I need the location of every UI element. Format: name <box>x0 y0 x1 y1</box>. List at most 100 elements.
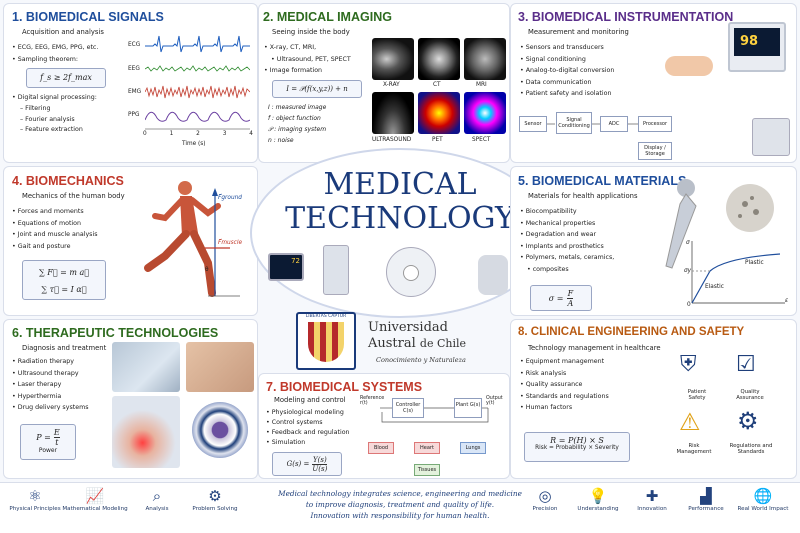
fraction: Y(s)U(s) <box>312 456 328 473</box>
image-label: PET <box>432 137 443 143</box>
footer-bar <box>0 482 800 533</box>
monitor-device: 72 <box>268 253 304 281</box>
list-item: Equations of motion <box>12 218 97 230</box>
signal-label: EEG <box>128 66 140 72</box>
checklist-icon: ☑ <box>736 352 756 377</box>
patient-monitor: 98 <box>728 22 786 72</box>
sampling-formula: f_s ≥ 2f_max <box>26 68 106 88</box>
list-item: Quality assurance <box>520 379 609 391</box>
panel-subtitle: Measurement and monitoring <box>528 28 629 36</box>
image-label: MRI <box>476 82 487 88</box>
list-item: Data communication <box>520 77 614 89</box>
list-item: Mechanical properties <box>520 218 614 230</box>
list-item: X-ray, CT, MRI, <box>264 42 351 54</box>
item-list: Digital signal processing: <box>12 92 97 104</box>
monitor-reading: 72 <box>291 257 300 265</box>
footer-label: Problem Solving <box>192 506 238 512</box>
panel-subtitle: Acquisition and analysis <box>22 28 104 36</box>
chart-icon: 📈 <box>85 487 105 505</box>
panel-title: 5. BIOMEDICAL MATERIALS <box>518 174 687 188</box>
icon-label: Quality Assurance <box>736 389 764 401</box>
panel-title: 7. BIOMEDICAL SYSTEMS <box>266 380 423 394</box>
footer-item: 💡Understanding <box>563 486 633 512</box>
list-item: Fourier analysis <box>20 115 83 126</box>
gear-icon: ⚙ <box>737 407 759 435</box>
main-title: MEDICAL TECHNOLOGY <box>250 168 550 236</box>
imaging-definitions: I : measured image f : object function 𝒫… <box>268 102 326 146</box>
signal-label: ECG <box>128 42 141 48</box>
image-label: SPECT <box>472 137 491 143</box>
list-item: Sensors and transducers <box>520 42 614 54</box>
icon-label: Regulations and Standards <box>729 443 773 455</box>
angle-label: θ <box>205 267 209 273</box>
signal-waveforms <box>145 35 250 130</box>
item-list: Biocompatibility Mechanical properties D… <box>520 206 615 275</box>
icon-label: Risk Management <box>676 443 712 455</box>
radiation-therapy-image <box>112 342 180 392</box>
quote-line: Medical technology integrates science, e… <box>278 489 522 498</box>
item-list: Sensors and transducers Signal condition… <box>520 42 615 100</box>
university-seal: LIBERTAS CAPTUR <box>296 312 356 370</box>
tick-label: 2 <box>196 131 200 137</box>
list-item: Feedback and regulation <box>266 428 350 438</box>
panel-subtitle: Technology management in healthcare <box>528 344 661 352</box>
university-word: Austral <box>368 336 416 351</box>
block-tissues: Tissues <box>414 464 440 476</box>
spect-image <box>464 92 506 134</box>
footer-label: Physical Principles <box>9 506 61 512</box>
device-icon <box>752 118 790 156</box>
footer-item: ⌕Analysis <box>122 486 192 512</box>
list-item: Image formation <box>264 65 351 77</box>
center-devices: 72 <box>268 245 532 305</box>
region-plastic: Plastic <box>745 260 764 266</box>
dsp-list: Filtering Fourier analysis Feature extra… <box>20 104 83 136</box>
motion-equations: ∑ F⃗ = m a⃗ ∑ τ⃗ = I α⃗ <box>22 260 106 300</box>
definition: I : measured image <box>268 104 327 111</box>
item-list: Physiological modeling Control systems F… <box>266 408 350 448</box>
tick-label: 3 <box>222 131 227 137</box>
finger-sensor <box>665 56 713 76</box>
axis-label-yield: σy <box>684 268 692 274</box>
panel-title: 4. BIOMECHANICS <box>12 174 124 188</box>
block-adc: ADC <box>600 116 628 132</box>
mri-image <box>464 38 506 80</box>
axis-origin: 0 <box>687 302 691 308</box>
warning-icon: ⚠ <box>679 408 701 436</box>
flow-arrows <box>547 123 638 125</box>
tick-label: 0 <box>143 131 147 137</box>
equation: ∑ τ⃗ = I α⃗ <box>41 285 87 294</box>
monitor-reading: 98 <box>734 28 780 56</box>
axis-label-sigma: σ <box>686 240 690 246</box>
footer-item: 📈Mathematical Modeling <box>60 486 130 512</box>
block-processor: Processor <box>638 116 672 132</box>
item-list: Radiation therapy Ultrasound therapy Las… <box>12 356 89 414</box>
seal-text: LIBERTAS CAPTUR <box>305 314 347 319</box>
magnifier-icon: ⌕ <box>152 487 162 505</box>
ultrasound-device <box>323 245 349 295</box>
list-item: Hyperthermia <box>12 391 88 403</box>
imaging-formula: I = 𝒫(f(x,y,z)) + n <box>272 80 362 98</box>
axis-label-epsilon: ε <box>785 298 789 304</box>
item-list: Equipment management Risk analysis Quali… <box>520 356 609 414</box>
x-axis-label: Time (s) <box>182 141 206 147</box>
ultrasound-therapy-image <box>186 342 254 392</box>
globe-icon: 🌐 <box>753 487 773 505</box>
robot-arm <box>478 255 508 295</box>
image-label: ULTRASOUND <box>372 137 412 143</box>
list-item: Ultrasound, PET, SPECT <box>264 54 351 66</box>
list-item: Simulation <box>266 438 350 448</box>
list-item: Ultrasound therapy <box>12 368 88 380</box>
footer-quote: Medical technology integrates science, e… <box>250 488 550 521</box>
item-list: ECG, EEG, EMG, PPG, etc. Sampling theore… <box>12 42 99 65</box>
block-heart: Heart <box>414 442 440 454</box>
list-item: Patient safety and isolation <box>520 88 614 100</box>
reference-label: Reference r(t) <box>360 396 385 406</box>
nanoparticle-image <box>192 402 248 458</box>
footer-label: Understanding <box>577 506 619 512</box>
growth-chart-icon: ▟ <box>700 487 712 505</box>
panel-subtitle: Seeing inside the body <box>272 28 350 36</box>
formula-lhs: G(s) = <box>286 460 310 468</box>
panel-title: 8. CLINICAL ENGINEERING AND SAFETY <box>518 326 745 338</box>
list-item: Human factors <box>520 402 609 414</box>
